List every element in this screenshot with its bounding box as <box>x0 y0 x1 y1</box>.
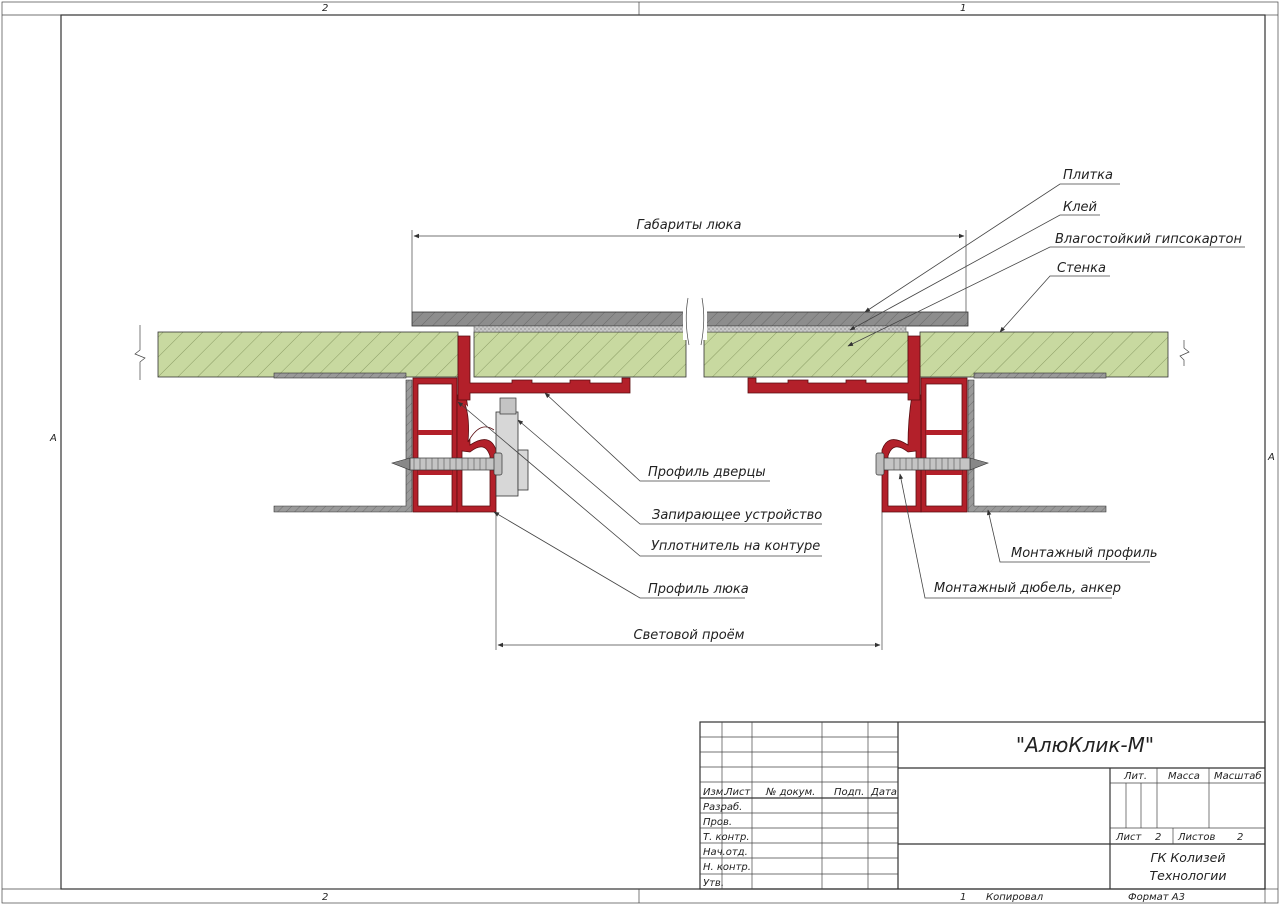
title-block <box>699 721 1266 903</box>
callout-anchor: Монтажный дюбель, анкер <box>934 581 1121 596</box>
callout-mount-profile: Монтажный профиль <box>1011 546 1158 561</box>
title-col-list: Лист <box>724 787 752 798</box>
lock-device <box>495 397 529 497</box>
callout-seal: Уплотнитель на контуре <box>651 539 820 554</box>
zone-label-side-left: A <box>49 433 57 444</box>
title-scale: Масштаб <box>1214 770 1262 782</box>
callout-glue: Клей <box>1063 200 1097 215</box>
title-bottom-num: 1 <box>960 892 966 903</box>
title-org-line1: ГК Колизей <box>1151 850 1226 865</box>
title-sheets-value: 2 <box>1237 832 1243 843</box>
wall-shell <box>273 372 1107 513</box>
dimension-opening-label: Световой проём <box>634 628 745 643</box>
title-product-name: "АлюКлик-М" <box>1016 733 1154 757</box>
callout-leaders <box>457 183 1245 599</box>
callout-lock: Запирающее устройство <box>652 508 822 523</box>
anchor-right <box>875 452 989 476</box>
hatch-profile-left <box>412 377 497 513</box>
anchor-left <box>391 452 503 476</box>
title-row-tkontr: Т. контр. <box>703 832 750 843</box>
door-profile-right <box>747 335 921 401</box>
title-row-nkontr: Н. контр. <box>703 862 751 873</box>
title-col-doc: № докум. <box>765 787 815 798</box>
callout-hatch-profile: Профиль люка <box>648 582 749 597</box>
title-row-utv: Утв. <box>703 878 724 889</box>
door-profile-left <box>457 335 631 401</box>
title-copied: Копировал <box>986 892 1044 903</box>
dimension-overall <box>411 230 967 312</box>
title-row-nachotd: Нач.отд. <box>703 847 748 858</box>
callout-drywall: Влагостойкий гипсокартон <box>1055 232 1242 247</box>
title-org-line2: Технологии <box>1150 868 1227 883</box>
callout-tile: Плитка <box>1063 168 1113 183</box>
drywall-layer <box>134 325 1190 380</box>
dimension-opening <box>495 512 883 650</box>
zone-label-top-right: 1 <box>960 3 966 14</box>
title-sheets-label: Листов <box>1177 832 1215 843</box>
title-format: Формат А3 <box>1128 892 1185 903</box>
zone-label-top-left: 2 <box>322 3 328 14</box>
title-lit: Лит. <box>1123 771 1147 782</box>
title-row-razrab: Разраб. <box>703 801 742 813</box>
dimension-overall-label: Габариты люка <box>637 218 742 233</box>
title-col-izm: Изм. <box>703 787 727 798</box>
title-row-prov: Пров. <box>703 817 732 828</box>
title-col-date: Дата <box>870 787 897 798</box>
title-col-sign: Подп. <box>834 787 864 798</box>
title-sheet-label: Лист <box>1115 832 1143 843</box>
tile-layer <box>411 297 969 346</box>
title-mass: Масса <box>1168 771 1200 782</box>
callout-wall: Стенка <box>1057 261 1106 276</box>
zone-label-bottom-left: 2 <box>322 892 328 903</box>
callout-door-profile: Профиль дверцы <box>648 465 766 480</box>
title-sheet-value: 2 <box>1155 832 1161 843</box>
hatch-profile-right <box>881 377 968 513</box>
zone-label-side-right: A <box>1267 452 1275 463</box>
